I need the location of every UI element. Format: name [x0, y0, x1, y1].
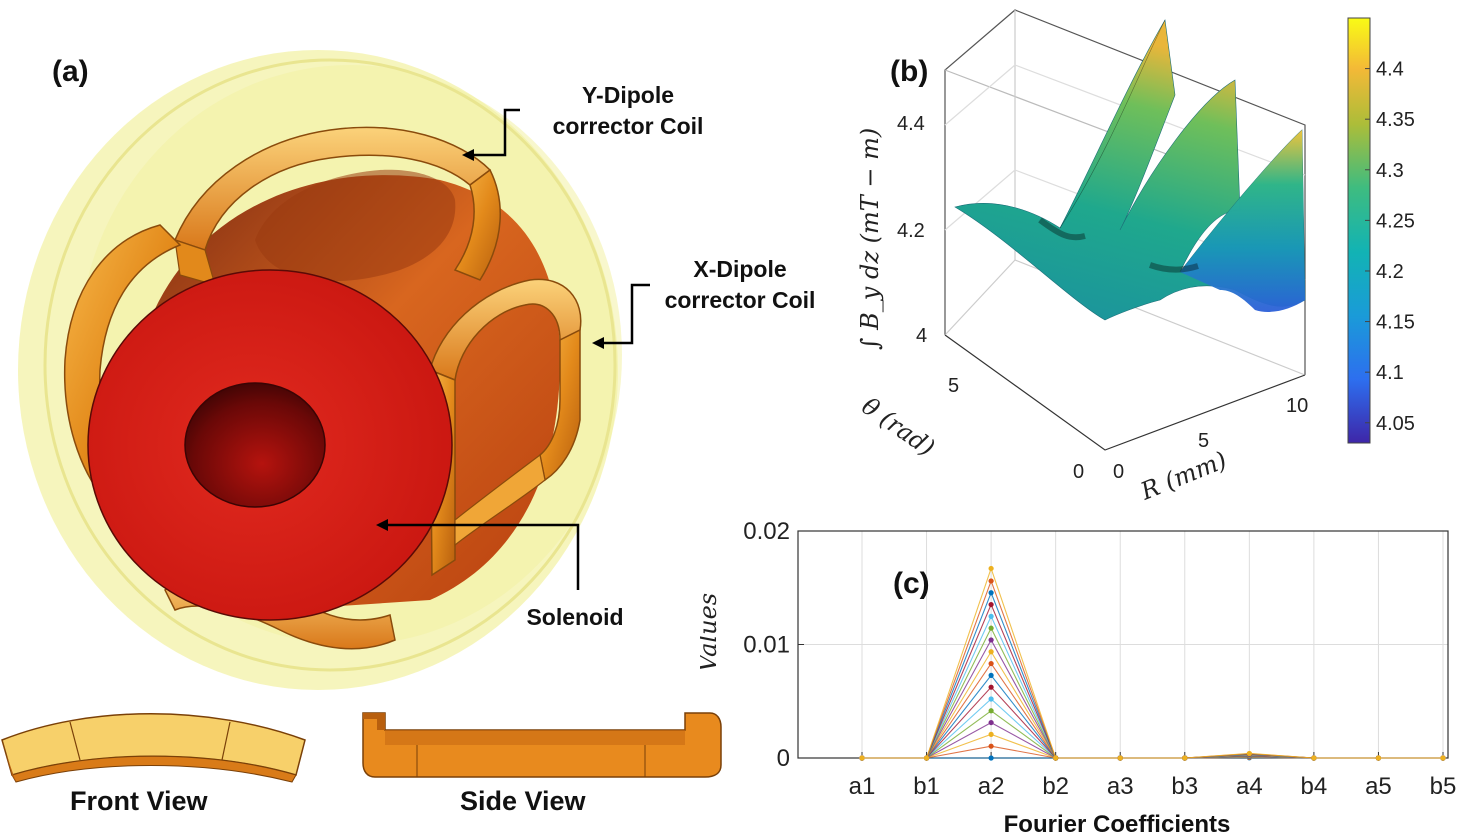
- x-dipole-line2: corrector Coil: [664, 287, 816, 313]
- series-point: [1311, 755, 1317, 761]
- series-point: [1375, 755, 1382, 761]
- series-point: [1117, 755, 1123, 761]
- series-line: [862, 579, 1443, 759]
- series-point: [988, 731, 994, 737]
- r-tick-5: 5: [1198, 430, 1209, 452]
- series-point: [988, 590, 994, 596]
- z-tick-4.2: 4.2: [897, 220, 925, 242]
- series-point: [988, 625, 994, 631]
- series-lines: [859, 565, 1446, 761]
- series-point: [988, 684, 994, 690]
- series-point: [988, 578, 994, 584]
- x-tick-label: b1: [913, 773, 940, 800]
- r-tick-10: 10: [1286, 395, 1308, 417]
- colorbar-tick-label: 4.1: [1376, 362, 1404, 384]
- series-point: [988, 696, 994, 702]
- r-tick-0: 0: [1113, 461, 1124, 483]
- front-view-image: [1, 713, 306, 783]
- y-tick-label: 0: [777, 745, 790, 772]
- series-point: [988, 719, 994, 726]
- solenoid-callout: Solenoid: [526, 604, 624, 630]
- x-dipole-callout: X-Dipole corrector Coil: [640, 254, 840, 316]
- colorbar-tick-label: 4.25: [1376, 210, 1415, 232]
- x-dipole-line1: X-Dipole: [693, 256, 787, 282]
- theta-axis-label: θ (rad): [857, 392, 940, 462]
- series-line: [862, 710, 1443, 759]
- y-dipole-line1: Y-Dipole: [581, 82, 674, 108]
- y-dipole-callout: Y-Dipole corrector Coil: [528, 80, 728, 142]
- series-point: [988, 565, 994, 572]
- series-line: [862, 745, 1443, 759]
- z-tick-4: 4: [916, 325, 927, 347]
- series-line: [862, 566, 1443, 759]
- x-tick-label: b4: [1301, 773, 1328, 800]
- y-tick-label: 0.02: [743, 518, 790, 545]
- series-line: [862, 603, 1443, 759]
- z-tick-4.4: 4.4: [897, 113, 925, 135]
- series-line: [862, 686, 1443, 759]
- series-point: [1182, 755, 1188, 761]
- series-point: [988, 743, 994, 749]
- x-tick-label: b3: [1171, 773, 1198, 800]
- panel-c-label: (c): [893, 567, 930, 600]
- colorbar-tick-label: 4.05: [1376, 413, 1415, 435]
- panel-a-label: (a): [52, 55, 89, 88]
- solenoid-leader: [382, 523, 580, 590]
- y-ticks: 0 0.01 0.02: [743, 518, 804, 772]
- series-point: [988, 637, 994, 643]
- theta-tick-0: 0: [1073, 461, 1084, 483]
- side-view-label: Side View: [460, 786, 586, 816]
- series-point: [1246, 750, 1252, 757]
- x-ticks: a1 b1 a2 b2 a3 b3 a4 b4 a5 b5: [849, 752, 1457, 800]
- x-tick-label: a1: [849, 773, 876, 800]
- y-dipole-line2: corrector Coil: [552, 113, 704, 139]
- colorbar: 4.4 4.35 4.3 4.25 4.2 4.15 4.1 4.05: [1347, 17, 1415, 444]
- front-view-label: Front View: [70, 786, 208, 816]
- x-axis-label: Fourier Coefficients: [1004, 811, 1231, 837]
- theta-tick-5: 5: [948, 375, 959, 397]
- series-point: [859, 755, 865, 761]
- r-axis-label: R (mm): [1136, 446, 1231, 506]
- surface-plot: 4.4 4.2 4 5 0 0 5 10 ∫ B_y dz (mT − m) θ…: [856, 9, 1308, 506]
- chart-grid: [798, 530, 1448, 758]
- colorbar-ticks: 4.4 4.35 4.3 4.25 4.2 4.15 4.1 4.05: [1365, 59, 1415, 435]
- series-point: [923, 755, 930, 761]
- series-point: [988, 660, 994, 667]
- series-line: [862, 721, 1443, 759]
- x-dipole-leader: [598, 283, 650, 345]
- series-point: [988, 613, 994, 619]
- series-point: [988, 672, 994, 678]
- fourier-chart: 0 0.01 0.02 a1 b1 a2 b2 a3 b3 a4 b4 a5 b5 (c) Value…: [700, 518, 1457, 837]
- series-line: [862, 662, 1443, 759]
- series-point: [988, 601, 994, 608]
- colorbar-tick-label: 4.2: [1376, 261, 1404, 283]
- z-axis-label: ∫ B_y dz (mT − m): [856, 128, 884, 350]
- x-tick-label: a3: [1107, 773, 1134, 800]
- y-dipole-leader: [468, 108, 520, 157]
- x-tick-label: a4: [1236, 773, 1263, 800]
- series-point: [988, 755, 994, 761]
- series-point: [1053, 755, 1059, 761]
- x-tick-label: a2: [978, 773, 1005, 800]
- magnet-assembly-3d: [18, 50, 650, 690]
- y-axis-label: Values: [700, 593, 722, 672]
- x-tick-label: a5: [1365, 773, 1392, 800]
- colorbar-tick-label: 4.3: [1376, 160, 1404, 182]
- series-point: [988, 708, 994, 714]
- y-dipole-coil: [173, 126, 501, 286]
- colorbar-tick-label: 4.15: [1376, 312, 1415, 334]
- series-point: [1440, 755, 1446, 761]
- colorbar-tick-label: 4.4: [1376, 59, 1404, 81]
- series-point: [988, 649, 994, 655]
- panel-b-label: (b): [890, 55, 929, 88]
- x-tick-label: b5: [1430, 773, 1457, 800]
- colorbar-tick-label: 4.35: [1376, 109, 1415, 131]
- x-tick-label: b2: [1042, 773, 1069, 800]
- side-view-image: [362, 712, 722, 778]
- solenoid-front: [87, 269, 453, 621]
- y-tick-label: 0.01: [743, 632, 790, 659]
